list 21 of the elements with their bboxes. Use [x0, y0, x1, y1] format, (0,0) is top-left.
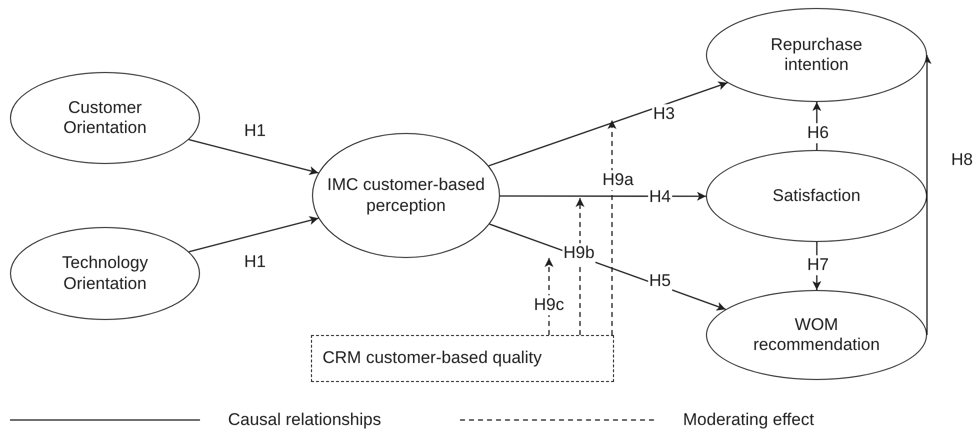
node-label: Customer Orientation: [62, 98, 148, 138]
node-label: Satisfaction: [772, 186, 862, 206]
edge-label: H6: [806, 123, 830, 143]
arrow: [608, 120, 616, 335]
node-label: CRM customer-based quality: [322, 348, 543, 369]
edge-label: H5: [648, 271, 672, 291]
arrow: [188, 138, 318, 176]
edge-label: H9c: [532, 295, 566, 315]
edge-label: H9b: [562, 243, 596, 263]
legend-label: Moderating effect: [683, 410, 814, 430]
node-label: IMC customer-based perception: [326, 175, 486, 216]
arrow: [188, 216, 319, 252]
arrow: [500, 192, 706, 201]
node-label: WOM recommendation: [752, 314, 881, 356]
arrow: [488, 82, 728, 166]
node-label: Repurchase intention: [770, 34, 864, 76]
edge-label: H9a: [601, 170, 635, 190]
legend-label: Causal relationships: [228, 410, 382, 430]
node-label: Technology Orientation: [60, 253, 149, 294]
construct-box: [311, 335, 614, 382]
edge-label: H7: [806, 255, 830, 275]
